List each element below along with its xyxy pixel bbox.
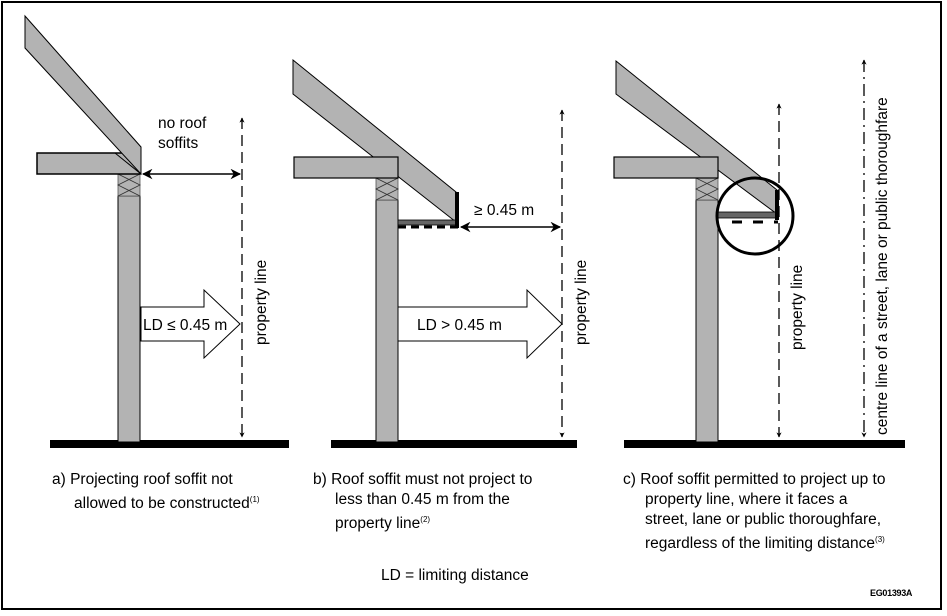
- roof-rafter: [24, 14, 142, 176]
- wall-stud: [117, 195, 141, 443]
- gap-label: ≥ 0.45 m: [474, 202, 534, 219]
- caption-c-text: regardless of the limiting distance: [645, 535, 876, 552]
- ld-arrow: [397, 288, 563, 360]
- ceiling-joist: [613, 156, 719, 179]
- soffit-panel: [717, 211, 778, 219]
- roof-rafter: [292, 58, 457, 224]
- footnote-ref: (3): [875, 535, 885, 544]
- no-roof-label: no roof: [158, 115, 207, 132]
- caption-b: b) Roof soffit must not project to less …: [313, 470, 532, 534]
- panel-b: ≥ 0.45 m LD > 0.45 m property line: [292, 58, 590, 448]
- ld-legend: LD = limiting distance: [381, 567, 529, 584]
- ceiling-joist: [293, 156, 399, 179]
- ground-line: [624, 440, 905, 448]
- centre-line-label: centre line of a street, lane or public …: [874, 97, 891, 435]
- ground-line: [50, 440, 289, 448]
- caption-c-line3: street, lane or public thoroughfare,: [645, 511, 882, 528]
- caption-a: a) Projecting roof soffit not allowed to…: [52, 470, 260, 514]
- caption-c: c) Roof soffit permitted to project up t…: [623, 470, 885, 554]
- soffits-label: soffits: [158, 135, 198, 152]
- top-plate-block: [117, 173, 141, 197]
- property-line-label: property line: [573, 260, 590, 345]
- figure-code: EG01393A: [870, 588, 913, 598]
- caption-b-line1: b) Roof soffit must not project to: [313, 471, 533, 488]
- highlight-circle: [715, 176, 795, 256]
- caption-c-line1: c) Roof soffit permitted to project up t…: [623, 471, 886, 488]
- caption-a-line1: a) Projecting roof soffit not: [52, 471, 233, 488]
- caption-a-text: allowed to be constructed: [74, 495, 250, 512]
- soffit-panel: [397, 219, 457, 226]
- ld-arrow: [140, 288, 241, 360]
- caption-b-text: property line: [335, 515, 421, 532]
- top-plate-block: [375, 177, 399, 201]
- top-plate-block: [695, 177, 719, 201]
- footnote-ref: (1): [249, 495, 260, 504]
- wall-stud: [375, 199, 399, 443]
- fascia-board: [455, 192, 459, 228]
- panel-c: property line centre line of a street, l…: [613, 59, 905, 448]
- rafter-joist-line: [114, 152, 142, 175]
- panel-a: no roof soffits LD ≤ 0.45 m property lin…: [24, 14, 289, 448]
- property-line-label: property line: [789, 265, 806, 350]
- property-line-label: property line: [253, 260, 270, 345]
- footnote-ref: (2): [420, 515, 431, 524]
- wall-stud: [695, 199, 719, 443]
- ld-arrow-label: LD > 0.45 m: [417, 317, 502, 334]
- caption-a-line2: allowed to be constructed(1): [52, 490, 260, 514]
- ld-arrow-label: LD ≤ 0.45 m: [143, 317, 227, 334]
- caption-c-line2: property line, where it faces a: [645, 491, 848, 508]
- caption-b-line3: property line(2): [313, 510, 532, 534]
- ground-line: [331, 440, 577, 448]
- caption-c-line4: regardless of the limiting distance(3): [623, 530, 885, 554]
- caption-b-line2: less than 0.45 m from the: [335, 491, 510, 508]
